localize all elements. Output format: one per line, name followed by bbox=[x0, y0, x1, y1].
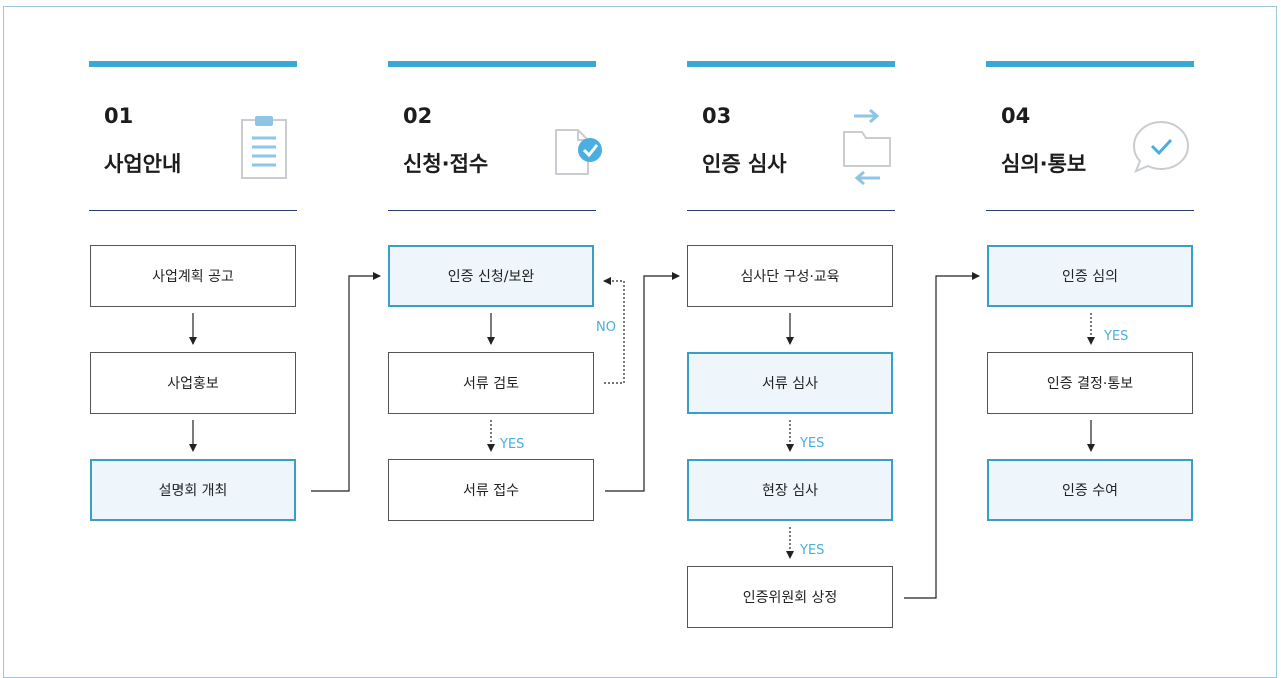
step-4-top-bar bbox=[986, 61, 1194, 67]
no-label: NO bbox=[596, 320, 616, 335]
arrow-col1-col2 bbox=[311, 272, 381, 492]
step-2-number: 02 bbox=[403, 104, 433, 128]
box-document-review: 서류 검토 bbox=[388, 352, 594, 414]
step-2-top-bar bbox=[388, 61, 596, 67]
box-committee-submission: 인증위원회 상정 bbox=[687, 566, 893, 628]
arrow-col2-col3 bbox=[605, 272, 680, 492]
step-4-divider bbox=[986, 210, 1194, 211]
step-4-title: 심의·통보 bbox=[1001, 152, 1087, 176]
box-certification-decision: 인증 결정·통보 bbox=[987, 352, 1193, 414]
clipboard-icon bbox=[238, 112, 292, 184]
yes-label-col2: YES bbox=[500, 437, 525, 452]
document-check-icon bbox=[552, 122, 608, 182]
step-3-divider bbox=[687, 210, 895, 211]
yes-label-col3-1: YES bbox=[800, 436, 825, 451]
step-3-number: 03 bbox=[702, 104, 732, 128]
step-1-number: 01 bbox=[104, 104, 134, 128]
box-onsite-audit: 현장 심사 bbox=[687, 459, 893, 521]
step-1-top-bar bbox=[89, 61, 297, 67]
step-3-top-bar bbox=[687, 61, 895, 67]
yes-label-col3-2: YES bbox=[800, 543, 825, 558]
box-certification-award: 인증 수여 bbox=[987, 459, 1193, 521]
chat-check-icon bbox=[1130, 118, 1192, 178]
arrow-col3-col4 bbox=[904, 272, 980, 599]
step-1-divider bbox=[89, 210, 297, 211]
yes-label-col4: YES bbox=[1104, 329, 1129, 344]
folder-exchange-icon bbox=[838, 104, 898, 192]
step-2-divider bbox=[388, 210, 596, 211]
step-1-title: 사업안내 bbox=[104, 152, 182, 176]
box-document-receipt: 서류 접수 bbox=[388, 459, 594, 521]
box-certification-application: 인증 신청/보완 bbox=[388, 245, 594, 307]
arrow-2-no bbox=[603, 277, 625, 384]
step-2-title: 신청·접수 bbox=[403, 152, 489, 176]
box-document-audit: 서류 심사 bbox=[687, 352, 893, 414]
box-audit-team-formation: 심사단 구성·교육 bbox=[687, 245, 893, 307]
step-3-title: 인증 심사 bbox=[702, 152, 787, 176]
box-business-plan-notice: 사업계획 공고 bbox=[90, 245, 296, 307]
step-4-number: 04 bbox=[1001, 104, 1031, 128]
box-briefing-session: 설명회 개최 bbox=[90, 459, 296, 521]
box-certification-deliberation: 인증 심의 bbox=[987, 245, 1193, 307]
box-business-promotion: 사업홍보 bbox=[90, 352, 296, 414]
